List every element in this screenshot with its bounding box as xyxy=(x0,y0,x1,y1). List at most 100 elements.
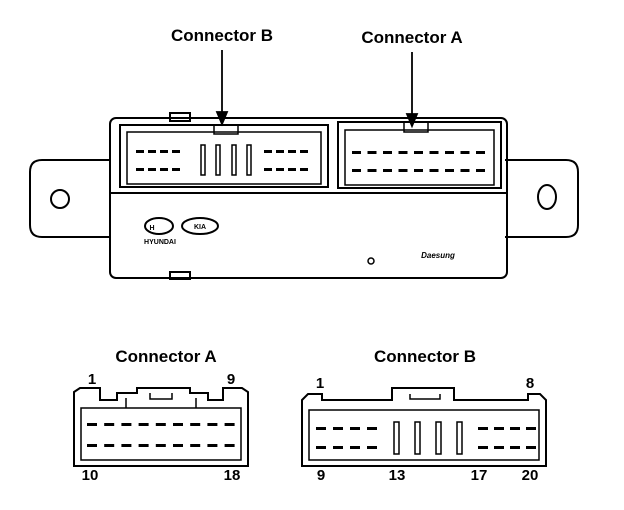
module-body xyxy=(109,117,508,279)
pin-cavity xyxy=(316,427,326,430)
connector-b-pin-13-label: 13 xyxy=(389,467,406,484)
pin-cavity xyxy=(460,151,470,154)
pin-cavity xyxy=(350,427,360,430)
connector-a-pin-cavities xyxy=(87,423,235,447)
connector-a-outline xyxy=(73,387,249,467)
pin-cavity xyxy=(316,446,326,449)
connector-b-pin-cavities xyxy=(316,421,536,455)
connector-b-face xyxy=(301,387,547,467)
connector-b-pin-8-label: 8 xyxy=(526,375,534,392)
module-connector-b-inner xyxy=(126,131,322,185)
connector-a-pin-9-label: 9 xyxy=(227,371,235,388)
pin-cavity xyxy=(526,427,536,430)
top-tab xyxy=(169,112,191,122)
pin-cavity xyxy=(224,423,235,426)
pin-cavity xyxy=(224,444,235,447)
arrow-b-head xyxy=(215,111,229,127)
maker-logo-text: Daesung xyxy=(421,251,455,260)
right-mount-hole xyxy=(537,184,557,210)
connector-a-inner xyxy=(80,407,242,461)
callout-connector-b: Connector B xyxy=(171,26,273,45)
connector-b-pin-9-label: 9 xyxy=(317,467,325,484)
connector-b-pin-1-label: 1 xyxy=(316,375,324,392)
arrow-a-head xyxy=(405,113,419,129)
left-mount-hole xyxy=(50,189,70,209)
pin-cavity xyxy=(276,168,284,171)
power-pin-slot xyxy=(246,144,252,176)
pin-cavity xyxy=(478,446,488,449)
power-pin-slot xyxy=(435,421,442,455)
pin-cavity xyxy=(264,168,272,171)
pin-cavity xyxy=(398,151,408,154)
pin-cavity xyxy=(383,151,392,154)
connector-a-key xyxy=(149,393,173,400)
pin-cavity xyxy=(367,427,377,430)
connector-a-face xyxy=(73,387,249,467)
pin-cavity xyxy=(160,150,168,153)
module-connector-a-pins xyxy=(352,151,485,172)
pin-cavity xyxy=(429,151,439,154)
power-pin-slot xyxy=(393,421,400,455)
right-mounting-flange xyxy=(505,159,579,238)
pin-cavity xyxy=(460,169,470,172)
pin-cavity xyxy=(87,444,97,447)
pin-cavity xyxy=(445,151,454,154)
pin-cavity xyxy=(172,168,180,171)
pin-cavity xyxy=(288,168,296,171)
pin-cavity xyxy=(352,151,361,154)
pin-cavity xyxy=(367,169,377,172)
pin-cavity xyxy=(383,169,392,172)
pin-cavity xyxy=(445,169,454,172)
connector-b-pin-20-label: 20 xyxy=(522,467,539,484)
pin-cavity xyxy=(104,444,115,447)
pin-cavity xyxy=(104,423,115,426)
pin-cavity xyxy=(510,427,520,430)
pin-cavity xyxy=(288,150,296,153)
pin-cavity xyxy=(350,446,360,449)
callout-arrows xyxy=(215,50,419,129)
kia-logo-icon xyxy=(181,217,219,235)
pin-cavity xyxy=(160,168,168,171)
pin-cavity xyxy=(367,446,377,449)
pin-cavity xyxy=(136,168,144,171)
connector-a-title: Connector A xyxy=(115,347,216,366)
kia-logo-text: KIA xyxy=(194,224,206,231)
callout-connector-a: Connector A xyxy=(361,28,462,47)
pin-cavity xyxy=(264,150,272,153)
connector-b-outline xyxy=(301,387,547,467)
pin-cavity xyxy=(207,423,218,426)
connector-b-inner xyxy=(308,409,540,461)
module-connector-b-pins xyxy=(136,144,308,176)
connector-b-title: Connector B xyxy=(374,347,476,366)
pin-cavity xyxy=(276,150,284,153)
pin-cavity xyxy=(155,423,166,426)
module-connector-b-latch xyxy=(213,124,239,135)
connector-a-pin-10-label: 10 xyxy=(82,467,99,484)
hyundai-h-glyph: H xyxy=(149,225,154,232)
module-connector-a-latch xyxy=(403,121,429,133)
pin-cavity xyxy=(398,169,408,172)
module-connector-a-inner xyxy=(344,129,495,186)
pin-cavity xyxy=(87,423,97,426)
indicator-hole xyxy=(367,257,375,265)
power-pin-slot xyxy=(414,421,421,455)
pin-cavity xyxy=(352,169,361,172)
pin-cavity xyxy=(173,444,183,447)
pin-cavity xyxy=(148,150,156,153)
pin-cavity xyxy=(300,150,308,153)
pin-cavity xyxy=(333,427,343,430)
power-pin-slot xyxy=(456,421,463,455)
power-pin-slot xyxy=(215,144,221,176)
pin-cavity xyxy=(414,169,423,172)
pin-cavity xyxy=(190,423,201,426)
pin-cavity xyxy=(121,423,132,426)
pin-cavity xyxy=(510,446,520,449)
brand-logos: H KIA HYUNDAI Daesung xyxy=(144,217,455,260)
pin-cavity xyxy=(367,151,377,154)
power-pin-slot xyxy=(200,144,206,176)
pin-cavity xyxy=(333,446,343,449)
pin-cavity xyxy=(207,444,218,447)
pin-cavity xyxy=(138,423,149,426)
pin-cavity xyxy=(172,150,180,153)
